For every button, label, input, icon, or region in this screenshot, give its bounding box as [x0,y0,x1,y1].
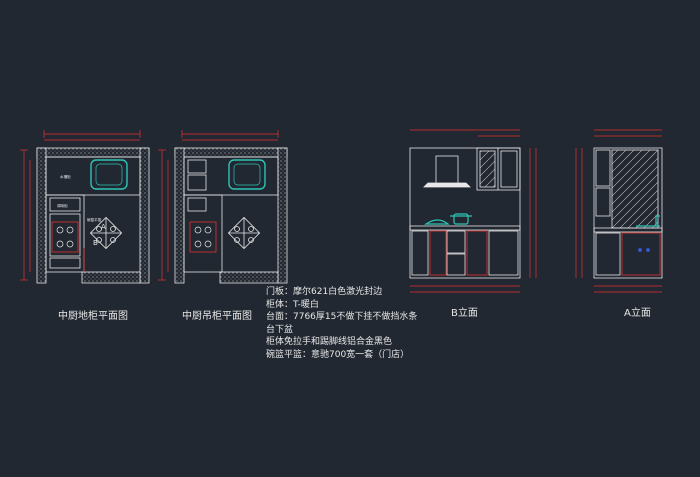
elev-a-dimensions [575,129,662,293]
elev-b-dimensions [410,129,537,293]
wall-plan-dimensions [158,130,279,281]
corner-label-a: A [101,223,106,231]
range-hood-icon [423,155,471,188]
bowl-basket-label: 碗篮平篮 [87,217,102,222]
base-cabinet-plan [20,130,150,284]
note-basket: 碗篮平篮：意驰700宽一套（门店） [266,349,410,360]
wall-cabinet-plan [158,130,288,284]
note-handle: 柜体免拉手和踢脚线铝合金黑色 [266,337,393,347]
elevation-a [575,129,663,293]
sink-cabinet-label: 水槽柜 [60,174,71,179]
note-door: 门板：摩尔621白色激光封边 [266,287,383,297]
wall-plan-title: 中厨吊柜平面图 [182,311,252,322]
spec-notes: 门板：摩尔621白色激光封边 柜体：T-暖白 台面：7766厚15不做下挂不做挡… [266,286,417,361]
corner-label-b: B [93,239,98,247]
elevation-b [409,129,537,293]
sink-icon [90,159,128,190]
note-cabinet-body: 柜体：T-暖白 [266,299,319,310]
seasoning-cabinet-label: 调味柜 [57,203,68,208]
note-sink: 台下盆 [266,324,294,335]
base-plan-dimensions [20,130,141,281]
elevation-b-title: B立面 [451,308,478,319]
pot-icon [424,213,472,225]
base-plan-title: 中厨地柜平面图 [58,311,128,322]
corner-blind-symbol [89,216,123,250]
faucet-icon [636,215,660,227]
base-plan-text: 水槽柜 调味柜 碗篮平篮 A B [57,174,106,247]
note-countertop: 台面：7766厚15不做下挂不做挡水条 [266,312,418,322]
burner-icon [56,226,74,248]
elevation-a-title: A立面 [624,308,651,319]
